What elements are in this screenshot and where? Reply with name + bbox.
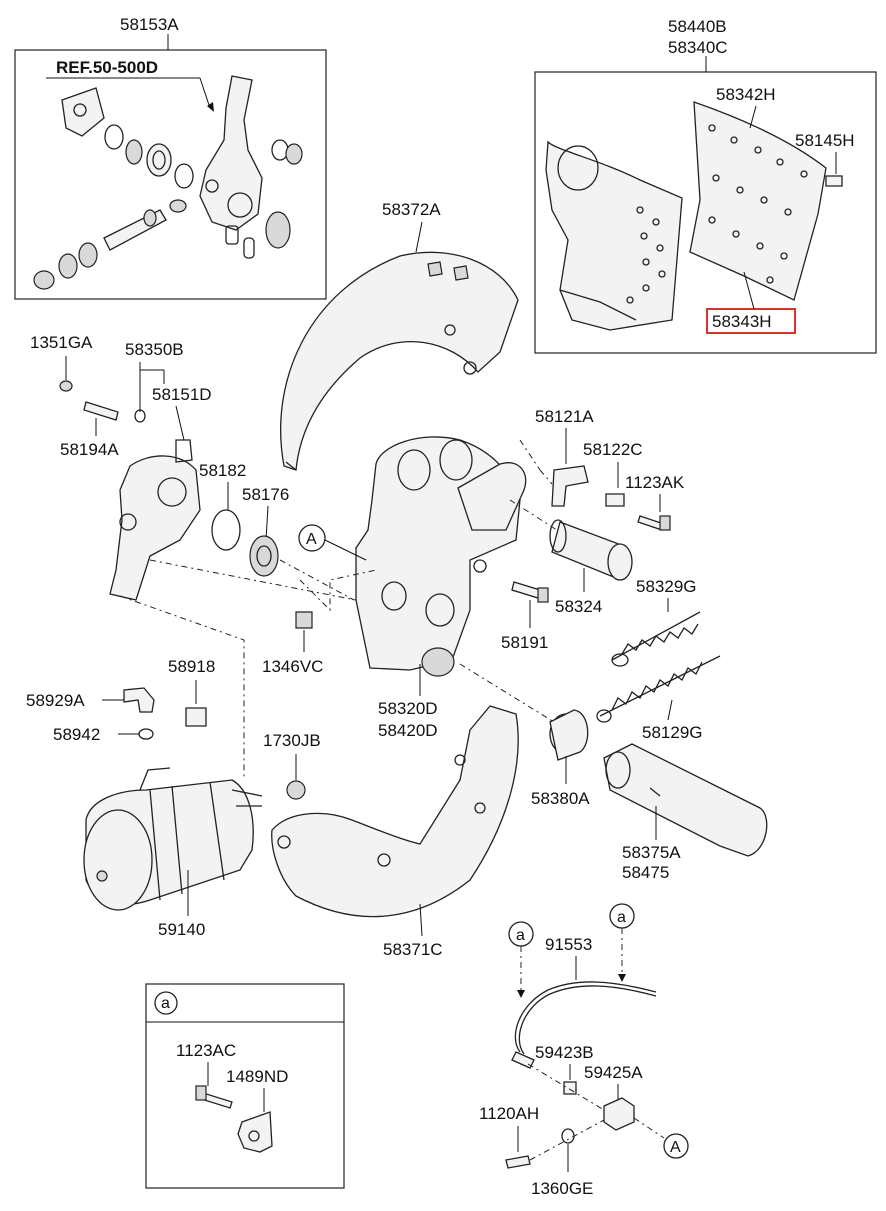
callout-a-box bbox=[154, 991, 178, 1015]
label-58340C[interactable]: 58340C bbox=[668, 38, 728, 57]
brake-chamber-group: 58918 58929A 58942 59140 1730JB bbox=[26, 657, 321, 939]
worm-shaft bbox=[103, 209, 167, 251]
center-labels-group: 1346VC 58320D 58420D bbox=[262, 611, 438, 740]
label-1120AH[interactable]: 1120AH bbox=[479, 1104, 539, 1123]
rivet bbox=[825, 175, 843, 187]
pin-58194A bbox=[83, 401, 119, 421]
brake-shoe bbox=[545, 140, 683, 331]
label-58153A[interactable]: 58153A bbox=[120, 15, 179, 34]
callout-A-bottom bbox=[663, 1133, 689, 1159]
label-1730JB[interactable]: 1730JB bbox=[263, 731, 321, 750]
detail-a-box bbox=[145, 983, 345, 1189]
dust-shield-upper bbox=[280, 251, 519, 471]
label-58380A[interactable]: 58380A bbox=[531, 789, 590, 808]
fitting-58918 bbox=[185, 707, 207, 727]
label-58122C[interactable]: 58122C bbox=[583, 440, 643, 459]
callout-a-box-text[interactable]: a bbox=[161, 995, 170, 1012]
nut-1351GA bbox=[59, 380, 73, 392]
label-1489ND[interactable]: 1489ND bbox=[226, 1067, 288, 1086]
label-58440B[interactable]: 58440B bbox=[668, 17, 727, 36]
label-1346VC[interactable]: 1346VC bbox=[262, 657, 323, 676]
label-58121A[interactable]: 58121A bbox=[535, 407, 594, 426]
label-58342H[interactable]: 58342H bbox=[716, 85, 776, 104]
bearing bbox=[146, 143, 172, 177]
label-58129G[interactable]: 58129G bbox=[642, 723, 703, 742]
label-1351GA[interactable]: 1351GA bbox=[30, 333, 93, 352]
slack-adjuster-body bbox=[199, 75, 263, 231]
slack-adjuster bbox=[109, 455, 201, 601]
callout-A-bottom-text[interactable]: A bbox=[670, 1139, 681, 1156]
slack-adjuster-kit-group: 58153A REF.50-500D bbox=[14, 15, 327, 300]
bracket-58121A bbox=[551, 465, 589, 507]
bolt-1120AH bbox=[505, 1155, 531, 1169]
label-58324[interactable]: 58324 bbox=[555, 597, 602, 616]
cap-1730JB bbox=[286, 780, 306, 800]
sensor-wire bbox=[514, 981, 657, 1053]
label-58929A[interactable]: 58929A bbox=[26, 691, 85, 710]
spring-58129G bbox=[596, 655, 721, 723]
label-58329G[interactable]: 58329G bbox=[636, 577, 697, 596]
label-58145H[interactable]: 58145H bbox=[795, 131, 855, 150]
label-58371C[interactable]: 58371C bbox=[383, 940, 443, 959]
shoe-lining-group: 58440B 58340C 58342H 58145H 58343H bbox=[534, 17, 877, 354]
label-59423B[interactable]: 59423B bbox=[535, 1043, 594, 1062]
slack-adjuster-kit-box bbox=[14, 49, 327, 300]
label-58942[interactable]: 58942 bbox=[53, 725, 100, 744]
right-middle-parts-group: 58121A 58122C 1123AK 58324 58191 58329G bbox=[501, 407, 768, 882]
washer-1360GE bbox=[561, 1128, 575, 1144]
label-58372A[interactable]: 58372A bbox=[382, 200, 441, 219]
label-58182[interactable]: 58182 bbox=[199, 461, 246, 480]
brake-spider-group: A bbox=[119, 436, 561, 780]
dust-shield-lower-group: 58371C bbox=[271, 705, 519, 959]
callout-A-top-text[interactable]: A bbox=[306, 531, 317, 548]
lining-rivet-holes bbox=[708, 124, 808, 284]
label-58151D[interactable]: 58151D bbox=[152, 385, 212, 404]
label-58191[interactable]: 58191 bbox=[501, 633, 548, 652]
wear-sensor-group: a a 91553 59423B 59425A A 1120AH 1360GE bbox=[479, 903, 689, 1198]
label-58320D[interactable]: 58320D bbox=[378, 699, 438, 718]
elbow-58929A bbox=[123, 687, 155, 713]
label-58375A[interactable]: 58375A bbox=[622, 843, 681, 862]
label-58194A[interactable]: 58194A bbox=[60, 440, 119, 459]
label-1123AK[interactable]: 1123AK bbox=[625, 473, 685, 492]
label-59425A[interactable]: 59425A bbox=[584, 1063, 643, 1082]
label-1360GE[interactable]: 1360GE bbox=[531, 1179, 593, 1198]
dust-shield-lower bbox=[271, 705, 519, 918]
label-ref-50-500D[interactable]: REF.50-500D bbox=[56, 58, 158, 77]
dust-shield-upper-group: 58372A bbox=[280, 200, 519, 471]
clip-1489ND bbox=[237, 1111, 273, 1153]
spring-58329G bbox=[611, 611, 701, 667]
detail-a-group: a 1123AC 1489ND bbox=[145, 983, 345, 1189]
camshaft-bracket bbox=[457, 462, 527, 531]
label-59140[interactable]: 59140 bbox=[158, 920, 205, 939]
nut-1346VC bbox=[295, 611, 313, 629]
brake-lining bbox=[689, 101, 827, 301]
callout-a-right-text[interactable]: a bbox=[617, 909, 626, 926]
washer-58942 bbox=[138, 728, 154, 740]
adjuster-assembly-group: 1351GA 58350B 58151D 58194A 58182 58176 bbox=[30, 333, 289, 601]
block-59425A bbox=[603, 1097, 635, 1131]
shoe-rivet-holes bbox=[626, 206, 666, 304]
label-58420D[interactable]: 58420D bbox=[378, 721, 438, 740]
snap-ring bbox=[211, 509, 241, 551]
washer-58176 bbox=[249, 535, 279, 577]
bolt-58191 bbox=[511, 581, 541, 599]
label-1123AC[interactable]: 1123AC bbox=[176, 1041, 236, 1060]
label-58475[interactable]: 58475 bbox=[622, 863, 669, 882]
callout-A-top bbox=[298, 524, 326, 552]
highlight-box-58343H bbox=[706, 308, 796, 334]
grommet-59423B bbox=[563, 1081, 577, 1095]
camshaft bbox=[603, 743, 768, 857]
callout-a-left-text[interactable]: a bbox=[516, 927, 525, 944]
label-58350B[interactable]: 58350B bbox=[125, 340, 184, 359]
label-58918[interactable]: 58918 bbox=[168, 657, 215, 676]
label-91553[interactable]: 91553 bbox=[545, 935, 592, 954]
clip-58122C bbox=[605, 493, 625, 507]
cover-plate bbox=[61, 87, 105, 137]
label-58343H[interactable]: 58343H bbox=[712, 312, 772, 331]
label-58176[interactable]: 58176 bbox=[242, 485, 289, 504]
